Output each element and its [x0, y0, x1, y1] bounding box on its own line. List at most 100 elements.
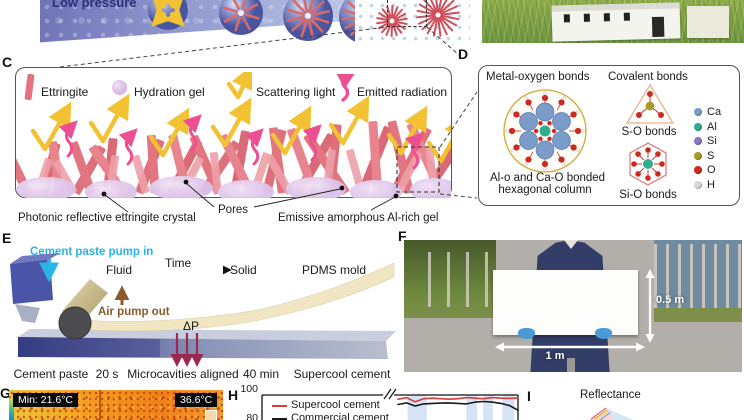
thermal-scale-strip: [9, 398, 14, 420]
hydration-gel-legend-label: Hydration gel: [134, 85, 205, 99]
pdms-mold-label: PDMS mold: [302, 263, 367, 277]
height-dimension-arrow: [645, 269, 655, 343]
atom-dot-h: [694, 181, 702, 189]
covalent-bonds-title: Covalent bonds: [608, 71, 688, 83]
legend-dash-commercial: [272, 418, 287, 420]
atom-legend-row: O: [694, 164, 716, 176]
leg-gap: [567, 358, 575, 372]
zoom-dashed-rect: [387, 0, 427, 27]
atom-legend-row: S: [694, 150, 714, 162]
hopper-front: [10, 259, 53, 304]
thermal-reference-chip: [205, 410, 217, 420]
emitted-radiation-legend-icon: [337, 74, 355, 102]
model-house-annex: [687, 6, 729, 38]
y-tick-80: 80: [246, 412, 258, 420]
pdms-sheet: [73, 262, 395, 332]
axis-break-marks: [383, 388, 397, 400]
ettringite-legend-label: Ettringite: [41, 85, 89, 99]
tree-trunks: [412, 252, 492, 307]
wet-cement-zone: [18, 337, 160, 357]
process-step: 20 s: [95, 367, 119, 381]
grass-strip: [654, 308, 742, 322]
process-step: Cement paste: [13, 367, 89, 381]
atom-label: Si: [707, 135, 717, 148]
person-collar: [564, 240, 578, 249]
so-bonds-label: S-O bonds: [621, 126, 677, 138]
hex-caption-2: hexagonal column: [498, 184, 592, 196]
low-pressure-label: Low pressure: [52, 0, 137, 10]
atom-label: H: [707, 179, 715, 191]
atom-dot-o: [694, 166, 702, 175]
atom-dot-al: [694, 122, 702, 131]
model-house: [551, 2, 681, 42]
thermal-seam-line: [99, 390, 101, 420]
scattering-light-legend-icon: [226, 72, 252, 100]
atom-label: S: [707, 149, 715, 162]
crystal-dashed-rect: [396, 146, 440, 193]
thermal-max-tag: 36.6°C: [175, 393, 218, 407]
atom-legend-row: Al: [694, 121, 717, 133]
delta-p-label: ΔP: [183, 319, 200, 333]
atom-label: O: [707, 164, 716, 177]
house-door: [651, 16, 665, 38]
mold-base-top: [18, 329, 396, 341]
panel-letter-g: G: [0, 385, 11, 401]
label-photonic-crystal: Photonic reflective ettringite crystal: [18, 212, 196, 224]
fence: [654, 244, 742, 308]
label-pores: Pores: [218, 204, 249, 216]
legend-commercial-cement: Commercial cement: [291, 412, 389, 420]
height-dimension-label: 0.5 m: [656, 294, 685, 306]
reflectance-prism-icon: [589, 407, 633, 420]
process-step: 40 min: [242, 367, 280, 381]
width-dimension-label: 1 m: [545, 350, 565, 362]
panel-letter-c: C: [2, 54, 13, 70]
atom-dot-si: [694, 137, 702, 146]
atom-label: Al: [707, 120, 717, 133]
atom-legend-row: H: [694, 179, 715, 191]
atom-legend-row: Si: [694, 135, 717, 147]
panel-letter-e: E: [2, 230, 12, 246]
so-bond-triangle: [625, 83, 675, 124]
supercool-cement-panel: [493, 270, 638, 335]
atom-dot-s: [694, 151, 702, 160]
house-window: [563, 14, 570, 23]
sio-bonds-label: Si-O bonds: [619, 189, 677, 201]
y-tick-100: 100: [240, 383, 258, 395]
atom-legend-row: Ca: [694, 106, 721, 118]
reflectance-title: Reflectance: [580, 389, 641, 401]
hopper-spout: [15, 304, 40, 323]
roller-end: [58, 306, 92, 340]
atom-dot-ca: [694, 108, 702, 116]
scattering-light-legend-label: Scattering light: [256, 85, 336, 99]
hex-caption-1: Al-o and Ca-O bonded: [490, 172, 606, 184]
model-house-photo: [482, 0, 744, 43]
emitted-radiation-legend-label: Emitted radiation: [357, 85, 448, 99]
panel-letter-f: F: [398, 228, 407, 244]
panel-letter-d: D: [458, 46, 469, 62]
ettringite-crystal-field: [16, 93, 451, 198]
process-step: Microcavities aligned: [127, 367, 239, 381]
reflectance-chart: [261, 388, 519, 420]
house-window: [583, 13, 590, 22]
fluid-label: Fluid: [106, 263, 133, 277]
building-right: [654, 240, 742, 322]
atom-label: Ca: [707, 106, 722, 118]
solid-label: Solid: [230, 263, 257, 277]
panel-holding-photo: 0.5 m 1 m: [404, 240, 742, 372]
process-step: Supercool cement: [293, 367, 391, 381]
house-window: [603, 13, 610, 22]
hopper-top: [10, 253, 60, 264]
label-emissive-gel: Emissive amorphous Al-rich gel: [278, 212, 439, 224]
panel-letter-i: I: [527, 388, 531, 404]
thermal-min-tag: Min: 21.6°C: [13, 393, 78, 407]
delta-p-arrows: [170, 333, 204, 368]
blue-glove-right: [595, 328, 612, 339]
metal-oxygen-title: Metal-oxygen bonds: [486, 71, 590, 83]
blue-glove-left: [518, 328, 535, 339]
legend-supercool-cement: Supercool cement: [291, 399, 380, 411]
cement-paste-pump-in-label: Cement paste pump in: [30, 246, 154, 258]
legend-dash-supercool: [272, 405, 287, 408]
width-dimension-arrow: [495, 342, 645, 352]
house-window: [623, 12, 630, 21]
